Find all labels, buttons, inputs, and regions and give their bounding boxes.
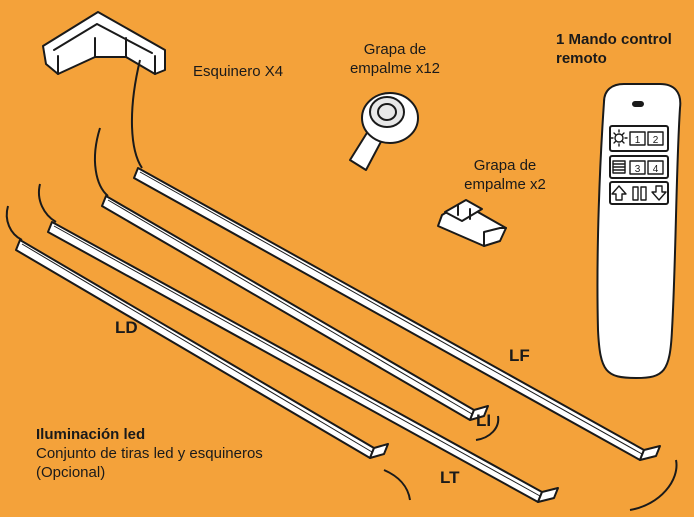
led-strip-lt bbox=[38, 183, 559, 503]
light-icon bbox=[610, 129, 628, 147]
arrow-up-icon bbox=[611, 185, 627, 201]
clip2-label-line1: Grapa de bbox=[473, 157, 537, 174]
clip12-label: Grapa de empalme x12 bbox=[335, 40, 455, 78]
led-description: Conjunto de tiras led y esquineros bbox=[36, 445, 263, 462]
remote-button-1-label: 1 bbox=[635, 135, 641, 146]
strip-code-lf: LF bbox=[509, 346, 530, 365]
led-optional: (Opcional) bbox=[36, 464, 106, 481]
led-strip-ld bbox=[5, 205, 411, 501]
led-info: Iluminación led Conjunto de tiras led y … bbox=[36, 425, 263, 482]
splice-clip-small-icon bbox=[437, 199, 507, 247]
led-strip-li bbox=[93, 127, 500, 441]
clip2-label-line2: empalme x2 bbox=[464, 176, 546, 193]
strip-code-ld: LD bbox=[115, 318, 138, 337]
led-strip-lf bbox=[130, 59, 678, 511]
corner-piece-icon bbox=[42, 11, 166, 75]
pause-icon bbox=[632, 186, 647, 201]
remote-button-3-label: 3 bbox=[635, 164, 641, 175]
strip-code-lt: LT bbox=[440, 468, 460, 487]
clip12-label-line1: Grapa de bbox=[363, 41, 427, 58]
arrow-down-icon bbox=[651, 185, 667, 201]
remote-control-icon bbox=[596, 83, 682, 379]
blind-icon bbox=[612, 160, 626, 174]
splice-clip-large-icon bbox=[349, 92, 419, 171]
remote-label: 1 Mando control remoto bbox=[556, 30, 672, 68]
corner-label: Esquinero X4 bbox=[193, 63, 284, 80]
remote-label-line1: 1 Mando control bbox=[556, 31, 672, 48]
remote-label-line2: remoto bbox=[556, 50, 607, 67]
remote-button-4-label: 4 bbox=[653, 164, 659, 175]
remote-button-2-label: 2 bbox=[653, 135, 659, 146]
clip12-label-line2: empalme x12 bbox=[349, 60, 441, 77]
clip2-label: Grapa de empalme x2 bbox=[445, 156, 565, 194]
led-title: Iluminación led bbox=[36, 426, 146, 443]
strip-code-li: LI bbox=[476, 411, 492, 430]
